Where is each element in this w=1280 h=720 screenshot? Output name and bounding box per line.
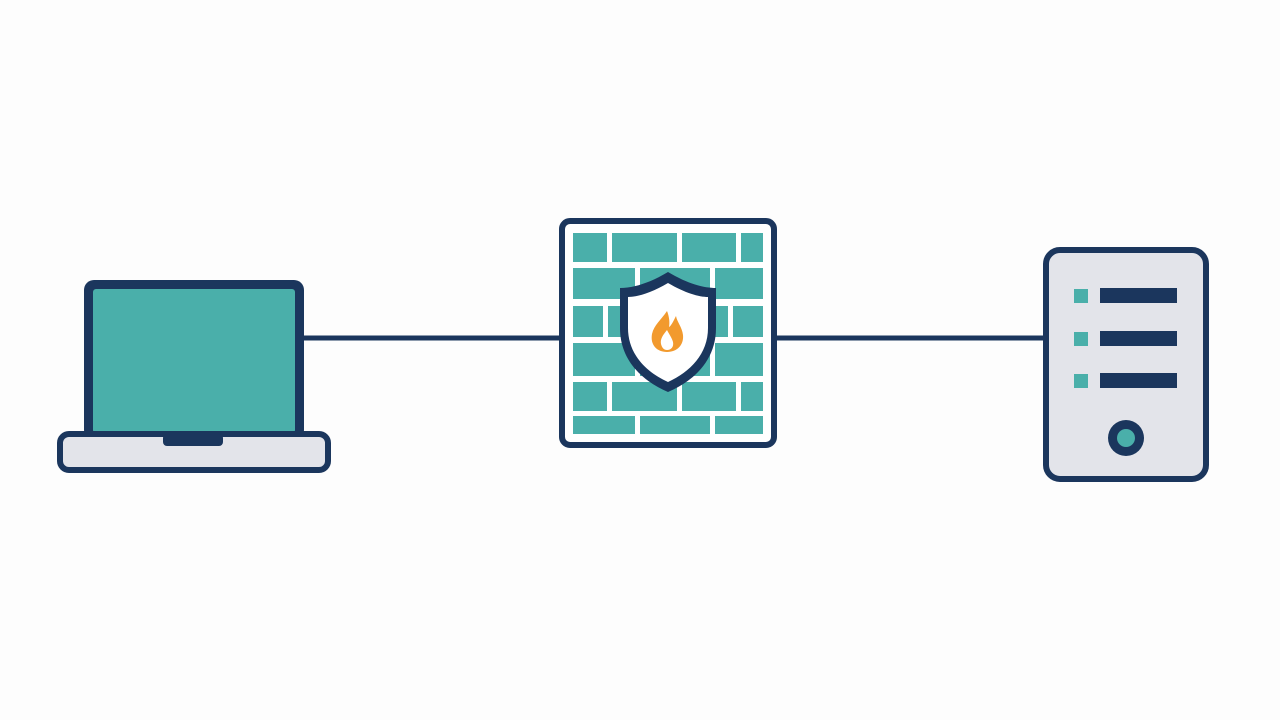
laptop-trackpad-notch bbox=[163, 434, 223, 446]
server-led-2 bbox=[1074, 332, 1088, 346]
server-led-3 bbox=[1074, 374, 1088, 388]
laptop-icon bbox=[57, 280, 331, 473]
server-bar-2 bbox=[1100, 331, 1177, 346]
server-bar-3 bbox=[1100, 373, 1177, 388]
server-case bbox=[1043, 247, 1209, 482]
server-bar-1 bbox=[1100, 288, 1177, 303]
power-button-icon bbox=[1108, 420, 1144, 456]
server-indicator-rows bbox=[1074, 288, 1177, 388]
firewall-icon bbox=[559, 218, 777, 448]
server-tower-icon bbox=[1043, 247, 1209, 482]
flame-inner bbox=[660, 330, 674, 350]
server-led-1 bbox=[1074, 289, 1088, 303]
flame-icon bbox=[651, 311, 684, 352]
laptop-screen bbox=[93, 289, 295, 433]
